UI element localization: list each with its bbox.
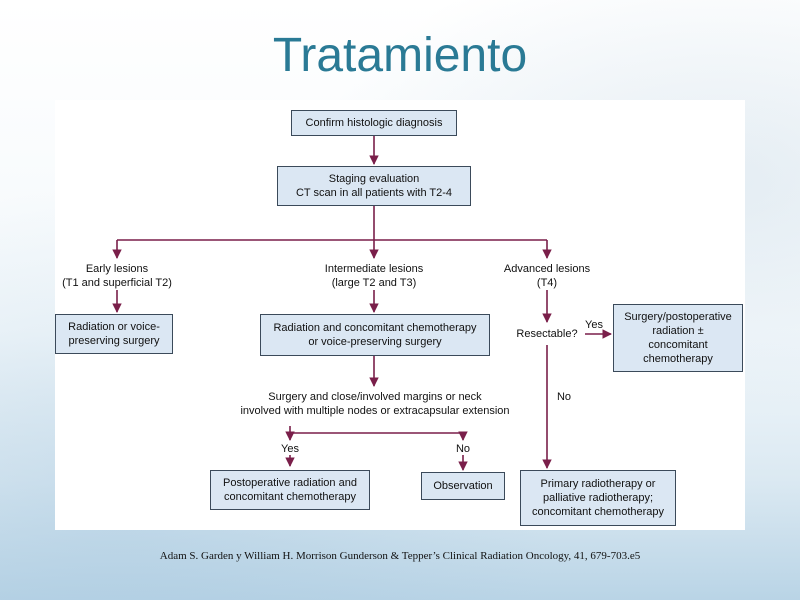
- slide-title: Tratamiento: [272, 29, 528, 82]
- label-margins-question: Surgery and close/involved margins or ne…: [240, 391, 510, 417]
- label-margins-yes: Yes: [281, 443, 299, 455]
- node-surgery-postop: Surgery/postoperative radiation ± concom…: [613, 304, 743, 372]
- citation-text: Adam S. Garden y William H. Morrison Gun…: [159, 550, 641, 562]
- node-intermediate-treatment: Radiation and concomitant chemotherapy o…: [260, 314, 490, 356]
- label-resectable-no: No: [556, 391, 572, 403]
- node-primary-radiotherapy: Primary radiotherapy or palliative radio…: [520, 470, 676, 526]
- flowchart-panel: Confirm histologic diagnosis Staging eva…: [55, 100, 745, 530]
- node-confirm-diagnosis: Confirm histologic diagnosis: [291, 110, 457, 136]
- flowchart-connectors: [112, 136, 612, 471]
- label-margins-no: No: [455, 443, 471, 455]
- node-early-treatment: Radiation or voice- preserving surgery: [55, 314, 173, 354]
- label-resectable-yes: Yes: [585, 319, 603, 331]
- label-early-lesions: Early lesions (T1 and superficial T2): [62, 263, 172, 289]
- label-resectable: Resectable?: [516, 328, 578, 340]
- node-postop-radiation-chemo: Postoperative radiation and concomitant …: [210, 470, 370, 510]
- node-observation: Observation: [421, 472, 505, 500]
- node-staging-evaluation: Staging evaluation CT scan in all patien…: [277, 166, 471, 206]
- label-advanced-lesions: Advanced lesions (T4): [503, 263, 591, 289]
- label-intermediate-lesions: Intermediate lesions (large T2 and T3): [324, 263, 424, 289]
